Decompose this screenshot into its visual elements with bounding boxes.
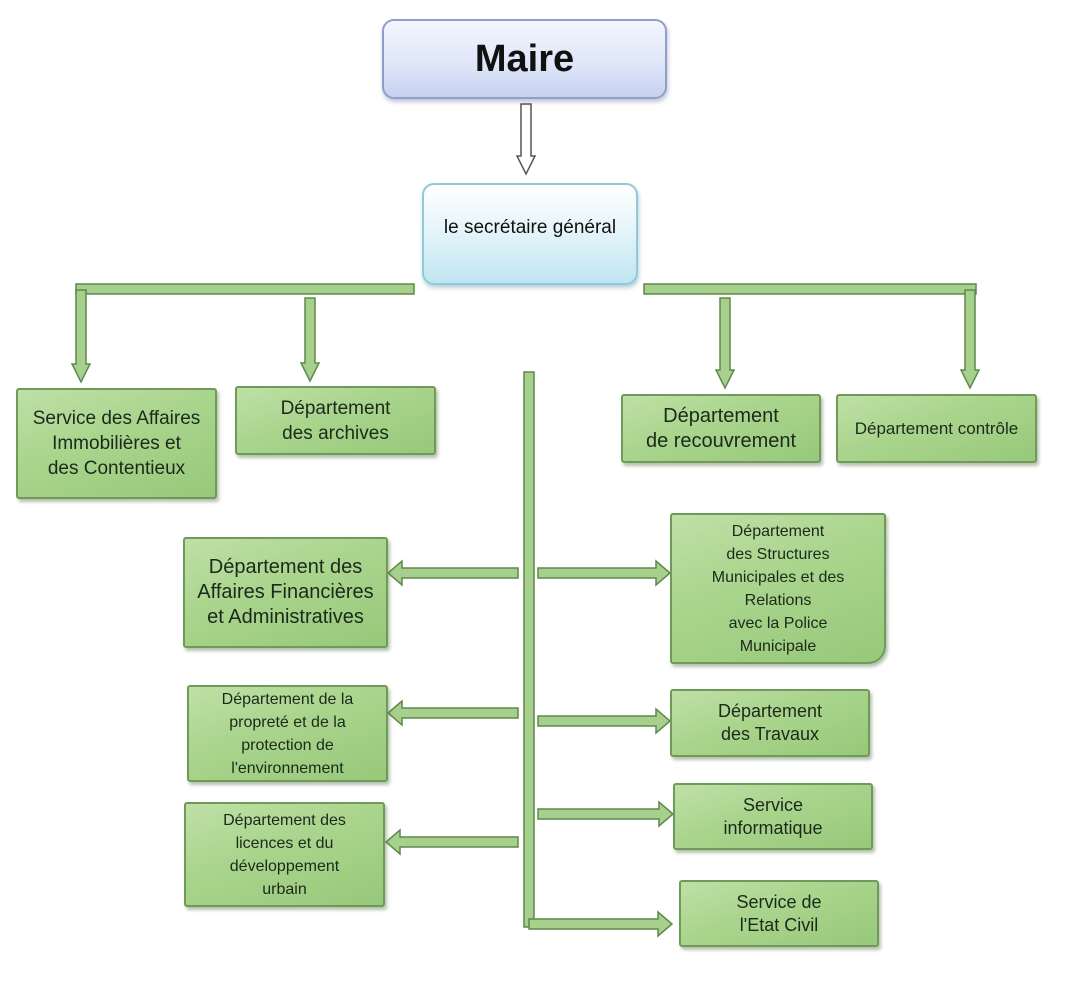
arrow-to-departement-controle [959, 289, 981, 390]
arrow-to-departement-affaires-financieres [386, 559, 519, 587]
departement-travaux-box: Département des Travaux [670, 689, 870, 757]
service-etat-civil-box: Service de l'Etat Civil [679, 880, 879, 947]
arrow-to-departement-licences [384, 828, 519, 856]
arrow-to-service-affaires-immobilieres [70, 289, 92, 384]
departement-proprete-box: Département de la propreté et de la prot… [187, 685, 388, 782]
left-branch-bar [75, 283, 415, 295]
departement-affaires-financieres-box: Département des Affaires Financières et … [183, 537, 388, 648]
service-affaires-immobilieres-box: Service des Affaires Immobilières et des… [16, 388, 217, 499]
departement-structures-municipales-box: Département des Structures Municipales e… [670, 513, 886, 664]
arrow-to-departement-travaux [537, 707, 672, 735]
central-trunk [523, 371, 535, 928]
arrow-to-departement-proprete [386, 699, 519, 727]
service-informatique-box: Service informatique [673, 783, 873, 850]
arrow-to-departement-recouvrement [714, 297, 736, 390]
secretary-general-box: le secrétaire général [422, 183, 638, 285]
arrow-to-departement-archives [299, 297, 321, 383]
departement-recouvrement-box: Département de recouvrement [621, 394, 821, 463]
arrow-to-service-informatique [537, 800, 675, 828]
departement-licences-box: Département des licences et du développe… [184, 802, 385, 907]
right-branch-bar [643, 283, 977, 295]
mayor-to-secretary-arrow [515, 103, 537, 176]
arrow-to-service-etat-civil [528, 910, 674, 938]
departement-controle-box: Département contrôle [836, 394, 1037, 463]
mayor-box: Maire [382, 19, 667, 99]
departement-archives-box: Département des archives [235, 386, 436, 455]
arrow-to-departement-structures-municipales [537, 559, 672, 587]
